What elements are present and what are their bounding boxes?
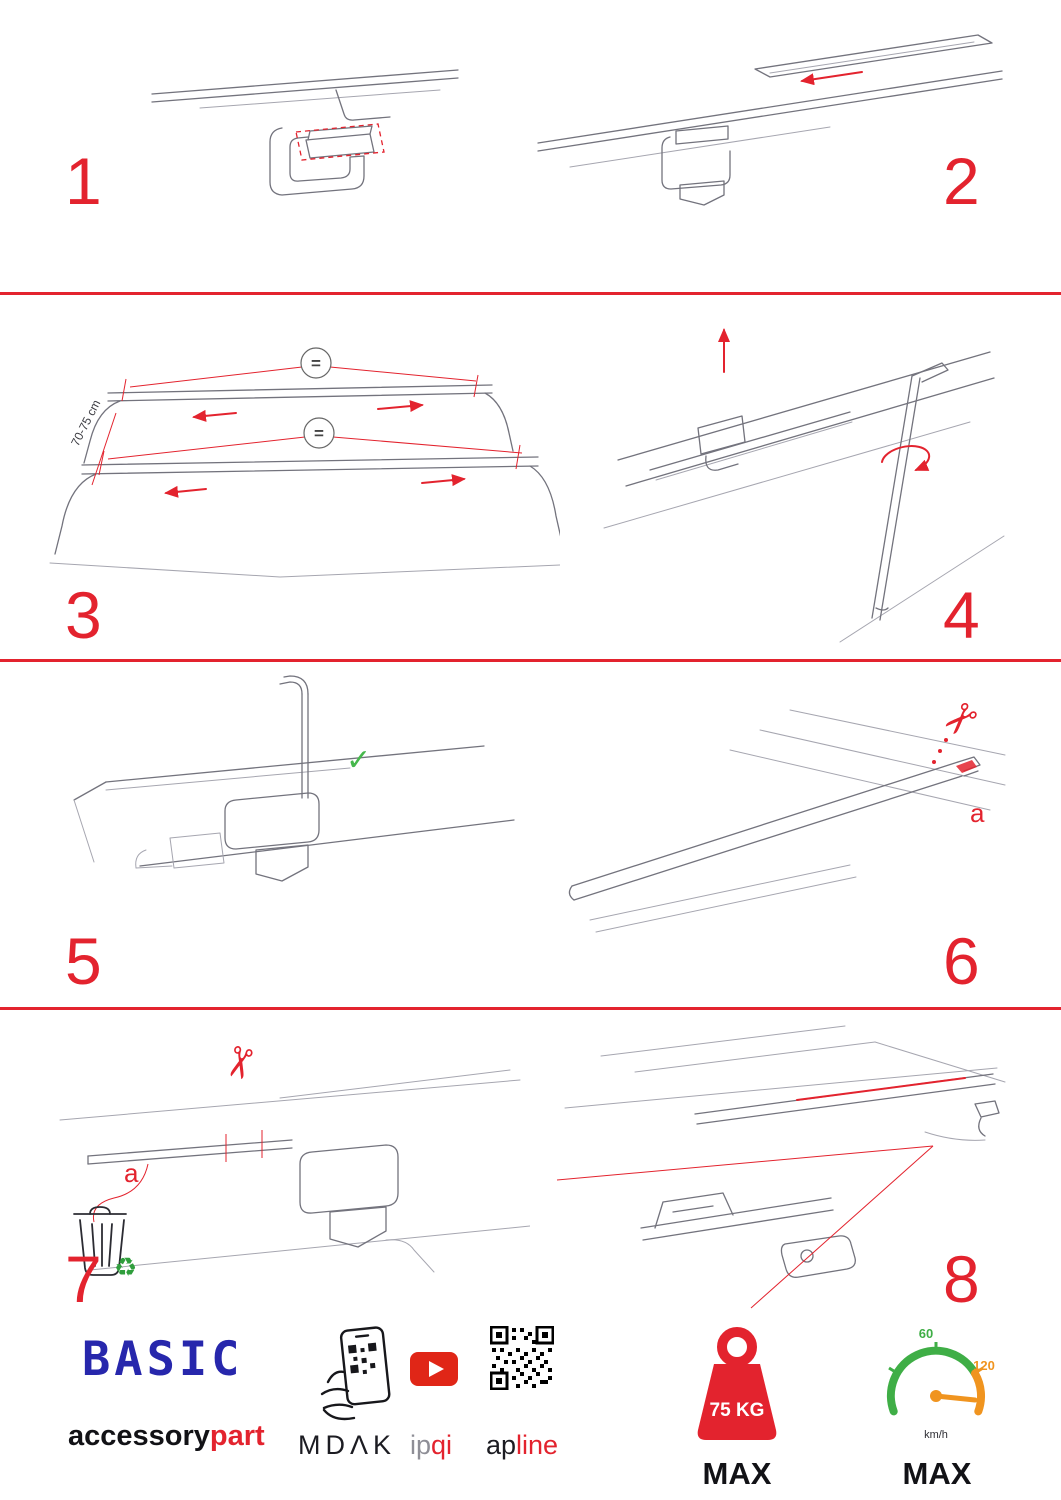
logo-apline-black: ap [486, 1430, 517, 1460]
cut-piece [956, 760, 977, 773]
step-8-illustration [556, 1025, 1006, 1309]
step-2-number: 2 [943, 144, 980, 218]
speed-low-label: 60 [919, 1326, 933, 1341]
phone-qr-icon [320, 1326, 391, 1421]
cut-dots [932, 738, 948, 764]
equals-symbol: = [311, 354, 321, 373]
section-divider [0, 292, 1061, 295]
recycle-icon: ♻ [114, 1253, 137, 1283]
speed-max-label: MAX [902, 1456, 972, 1491]
logo-mdak: MDΛK [298, 1430, 397, 1460]
logo-ipqi-gray: ip [410, 1430, 432, 1460]
step-2-illustration [537, 34, 1003, 206]
section-divider [0, 659, 1061, 662]
logo-ipqi-red: qi [431, 1430, 453, 1460]
scissors-icon: ✂ [211, 1039, 267, 1086]
logo-ipqi: ipqi [410, 1430, 452, 1461]
measurement-label: 70-75 cm [68, 397, 103, 448]
scissors-icon: ✂ [930, 689, 990, 749]
weight-icon: 75 KG [697, 1327, 777, 1440]
weight-max-label: MAX [702, 1456, 772, 1491]
speedometer-icon: 60 120 km/h [886, 1326, 995, 1441]
speed-high-label: 120 [973, 1358, 995, 1373]
logo-apline: apline [486, 1430, 558, 1461]
rotate-arrow [881, 445, 931, 471]
step-7-illustration: ✂ a ♻ [59, 1039, 530, 1283]
brand-subtitle-black: accessory [68, 1420, 210, 1452]
speedometer-needle [933, 1393, 978, 1403]
qr-code-icon [490, 1326, 554, 1390]
step-1-illustration [151, 69, 459, 196]
step-7-number: 7 [65, 1242, 102, 1316]
brand-logo: BASIC [82, 1332, 244, 1387]
brand-subtitle-red: part [209, 1420, 265, 1452]
step-5-number: 5 [65, 924, 102, 998]
slide-arrow [800, 71, 863, 86]
alignment-lines [556, 1145, 934, 1309]
step-1-number: 1 [65, 144, 102, 218]
equals-badge [300, 347, 332, 379]
logo-apline-red: line [516, 1430, 559, 1460]
equals-symbol: = [314, 424, 324, 443]
step-4-number: 4 [943, 578, 980, 652]
section-divider [0, 1007, 1061, 1010]
step-6-illustration: ✂ a [568, 689, 1006, 933]
step-5-illustration: ✓ [73, 675, 515, 882]
trash-bin-icon [73, 1206, 127, 1276]
equals-badge [303, 417, 335, 449]
part-a-label: a [970, 798, 985, 828]
check-icon: ✓ [346, 743, 371, 778]
step-4-illustration [603, 328, 1005, 643]
highlight-box [295, 123, 385, 161]
step-3-illustration: = = 70-75 cm [49, 347, 560, 578]
speed-unit-label: km/h [924, 1429, 948, 1441]
youtube-icon [410, 1352, 458, 1386]
weight-value: 75 KG [710, 1400, 765, 1421]
part-a-label: a [124, 1158, 139, 1188]
step-6-number: 6 [943, 924, 980, 998]
step-8-number: 8 [943, 1242, 980, 1316]
step-3-number: 3 [65, 578, 102, 652]
strip-highlight [796, 1077, 966, 1101]
discard-squiggle [92, 1163, 149, 1223]
brand-subtitle: accessorypart [68, 1420, 265, 1453]
